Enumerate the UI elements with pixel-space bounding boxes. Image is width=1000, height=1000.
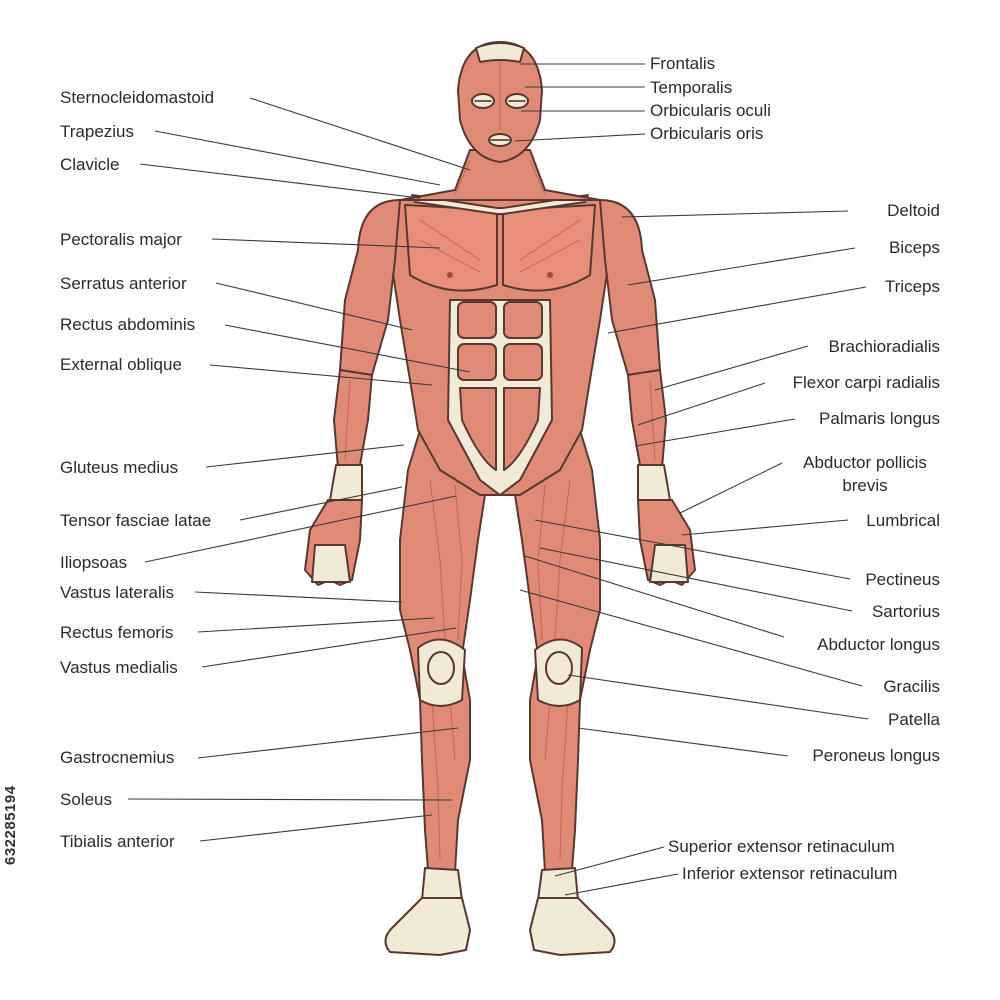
label-triceps: Triceps <box>884 277 940 296</box>
label-tibialis-anterior: Tibialis anterior <box>60 832 175 851</box>
left-forearm <box>627 369 667 469</box>
label-sartorius: Sartorius <box>871 602 940 621</box>
label-superior-extensor-retinaculum: Superior extensor retinaculum <box>668 837 895 856</box>
label-trapezius: Trapezius <box>60 122 135 141</box>
label-patella: Patella <box>888 710 940 729</box>
label-orbicularis-oculi: Orbicularis oculi <box>650 101 771 120</box>
label-external-oblique: External oblique <box>60 355 182 374</box>
label-abductor-pollicis-brevis: brevis <box>842 476 888 495</box>
right-retinaculum <box>421 867 463 901</box>
label-gracilis: Gracilis <box>883 677 940 696</box>
right-foot <box>384 897 471 956</box>
label-inferior-extensor-retinaculum: Inferior extensor retinaculum <box>682 864 898 883</box>
label-flexor-carpi-radialis: Flexor carpi radialis <box>792 373 940 392</box>
label-deltoid: Deltoid <box>887 201 940 220</box>
leader-lines <box>127 63 869 896</box>
label-vastus-medialis: Vastus medialis <box>60 658 178 677</box>
neck-muscles <box>399 149 601 201</box>
label-orbicularis-oris: Orbicularis oris <box>650 124 764 143</box>
stock-id: 632285194 <box>2 785 19 865</box>
label-gluteus-medius: Gluteus medius <box>60 458 179 477</box>
label-biceps: Biceps <box>888 238 940 257</box>
label-pectoralis-major: Pectoralis major <box>60 230 182 249</box>
label-peroneus-longus: Peroneus longus <box>812 746 940 765</box>
label-brachioradialis: Brachioradialis <box>828 337 941 356</box>
label-gastrocnemius: Gastrocnemius <box>60 748 175 767</box>
rectus-abdominis-blocks <box>457 301 543 471</box>
label-lumbrical: Lumbrical <box>866 511 940 530</box>
right-forearm <box>333 369 373 469</box>
label-iliopsoas: Iliopsoas <box>60 553 128 572</box>
label-clavicle: Clavicle <box>60 155 120 174</box>
label-temporalis: Temporalis <box>650 78 733 97</box>
label-serratus-anterior: Serratus anterior <box>60 274 187 293</box>
label-rectus-abdominis: Rectus abdominis <box>60 315 196 334</box>
label-soleus: Soleus <box>60 790 112 809</box>
label-palmaris-longus: Palmaris longus <box>819 409 940 428</box>
left-upper-arm <box>599 199 661 376</box>
label-tensor-fasciae-latae: Tensor fasciae latae <box>60 511 212 530</box>
label-abductor-longus: Abductor longus <box>817 635 940 654</box>
label-rectus-femoris: Rectus femoris <box>60 623 174 642</box>
label-pectineus: Pectineus <box>865 570 940 589</box>
body-illustration <box>304 41 696 956</box>
label-sternocleidomastoid: Sternocleidomastoid <box>60 88 215 107</box>
label-frontalis: Frontalis <box>650 54 716 73</box>
left-retinaculum <box>537 867 579 901</box>
label-abductor-pollicis: Abductor pollicis <box>803 453 927 472</box>
left-foot <box>529 897 616 956</box>
label-vastus-lateralis: Vastus lateralis <box>60 583 175 602</box>
